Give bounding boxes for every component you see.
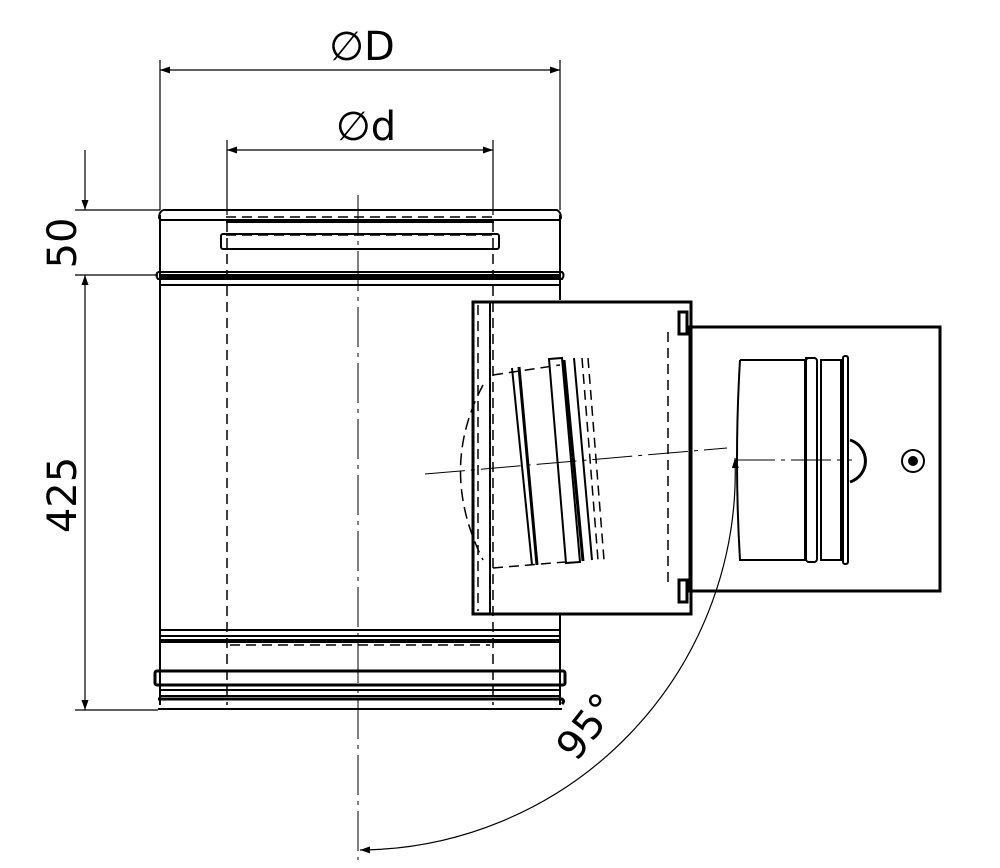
branch-housing xyxy=(424,300,728,616)
bolt-icon xyxy=(901,449,925,473)
inner-diameter-label: ∅d xyxy=(336,104,396,150)
dimension-inner-diameter: ∅d xyxy=(226,104,494,215)
dimension-angle: 95° xyxy=(359,457,739,854)
outer-diameter-label: ∅D xyxy=(329,24,395,70)
dimension-outer-diameter: ∅D xyxy=(159,24,561,210)
body-height-label: 425 xyxy=(40,457,86,533)
branch-centerline xyxy=(424,447,728,475)
cleanout-cap xyxy=(688,325,942,593)
collar-height-label: 50 xyxy=(40,218,86,269)
main-pipe xyxy=(153,195,567,860)
dimension-heights: 50 425 xyxy=(40,150,160,711)
